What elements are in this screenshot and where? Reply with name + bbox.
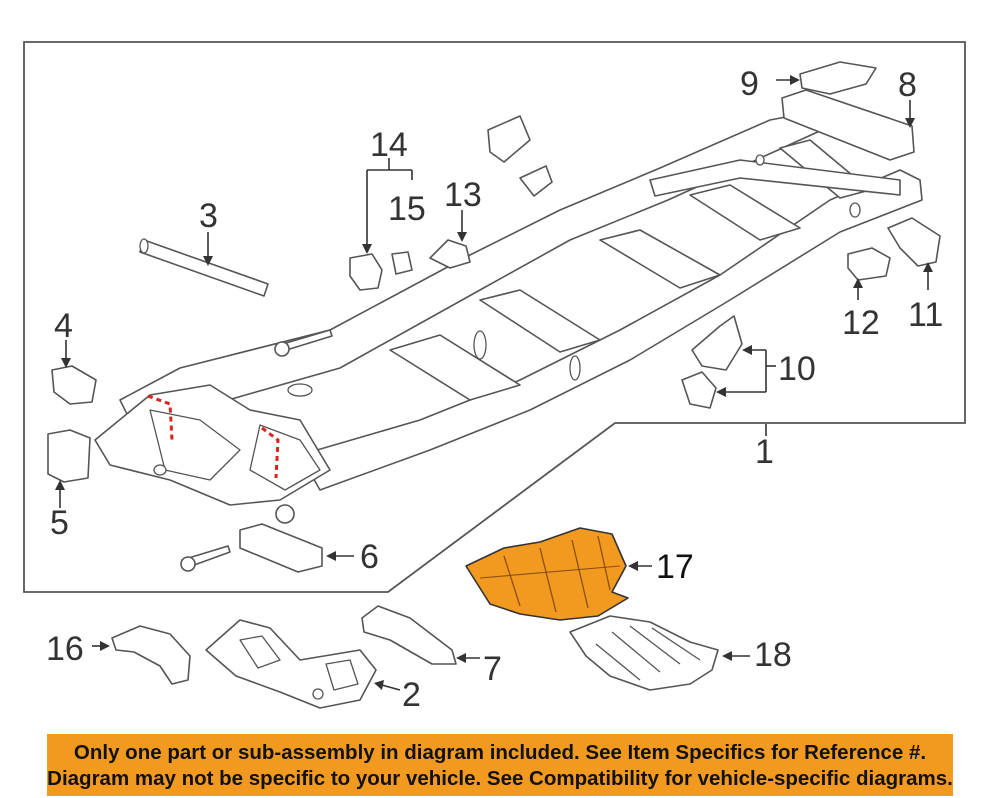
callout-11: 11 [908,296,943,334]
callout-7: 7 [483,650,502,688]
callout-1: 1 [755,433,774,471]
part-5-plate [47,429,91,483]
callout-3: 3 [199,197,218,235]
callout-13: 13 [444,176,482,214]
part-14-mount [349,253,383,291]
cut-line-right [261,426,280,479]
callout-14: 14 [370,126,408,164]
disclaimer-banner: Only one part or sub-assembly in diagram… [47,734,953,796]
part-15-bushing [391,251,413,275]
part-9-plate [799,61,877,95]
upper-mount-2 [519,165,553,197]
cut-line-left [147,394,174,441]
part-12-mount [847,247,891,281]
part-11-bracket [887,217,941,267]
part-17-skid-plate [465,527,629,621]
callout-10: 10 [778,350,816,388]
callout-5: 5 [50,504,69,542]
upper-mount-1 [487,115,531,163]
part-10-mount-upper [691,315,743,371]
callout-17: 17 [656,548,694,586]
part-16-tow-hook [111,625,191,685]
callout-12: 12 [842,304,880,342]
part-8-crossmember [781,89,915,161]
callout-18: 18 [754,636,792,674]
callout-15: 15 [388,190,426,228]
part-2-crossmember [205,619,377,709]
disclaimer-line-1: Only one part or sub-assembly in diagram… [73,741,927,764]
callout-2: 2 [402,676,421,714]
disclaimer-line-2: Diagram may not be specific to your vehi… [47,767,953,790]
callout-6: 6 [360,538,379,576]
callout-9: 9 [740,65,759,103]
part-7-bracket [361,605,457,665]
part-13-bracket [429,239,471,269]
callout-4: 4 [54,307,73,345]
callout-16: 16 [46,630,84,668]
frame-assembly [94,111,923,506]
part-10-mount-lower [681,371,717,409]
part-4-bracket [51,365,97,405]
part-18-skid-plate [569,615,719,691]
part-3-bar [139,238,269,297]
frame-assembly-border [23,41,966,593]
callout-8: 8 [898,66,917,104]
part-6-bracket [239,523,323,573]
